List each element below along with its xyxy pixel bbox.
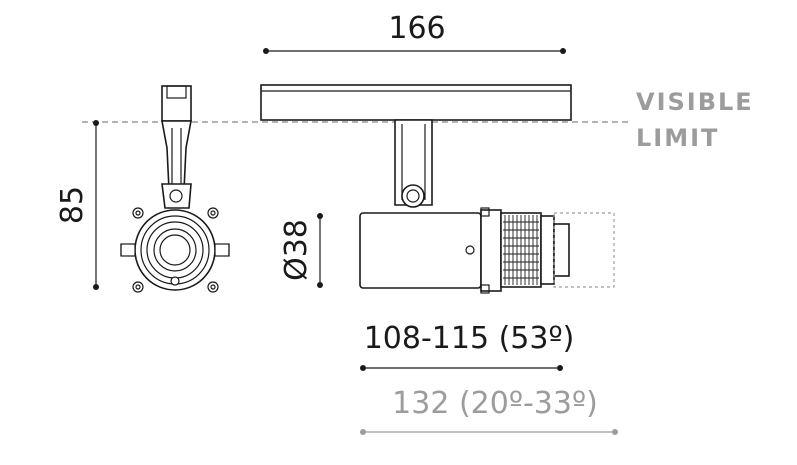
side-view bbox=[260, 84, 615, 294]
dimension-width: 166 bbox=[263, 11, 566, 54]
pivot-knob bbox=[401, 184, 425, 208]
dimension-width-label: 166 bbox=[388, 11, 445, 46]
front-stem bbox=[161, 120, 192, 191]
front-yoke bbox=[161, 183, 192, 209]
lens-nose bbox=[540, 215, 555, 285]
visible-limit-label-line2: LIMIT bbox=[636, 124, 719, 152]
track-adapter-bar bbox=[260, 84, 572, 121]
dimension-length-narrow-label: 108-115 (53º) bbox=[364, 321, 575, 356]
side-body bbox=[359, 212, 482, 289]
side-stem bbox=[394, 119, 433, 206]
dimension-length-wide-label: 132 (20º-33º) bbox=[392, 386, 598, 421]
dimension-length-narrow: 108-115 (53º) bbox=[360, 321, 574, 371]
side-clamp bbox=[480, 209, 502, 292]
dimension-diameter: Ø38 bbox=[279, 213, 323, 288]
front-view bbox=[120, 85, 230, 293]
lens-tip bbox=[553, 223, 570, 277]
visible-limit-label-line1: VISIBLE bbox=[636, 88, 754, 116]
dimension-length-wide: 132 (20º-33º) bbox=[360, 386, 618, 435]
dimension-height-label: 85 bbox=[55, 186, 90, 224]
dimension-diameter-label: Ø38 bbox=[279, 219, 314, 281]
extended-lens-outline bbox=[553, 212, 615, 288]
dimension-height: 85 bbox=[55, 120, 99, 290]
front-adapter bbox=[161, 85, 192, 122]
